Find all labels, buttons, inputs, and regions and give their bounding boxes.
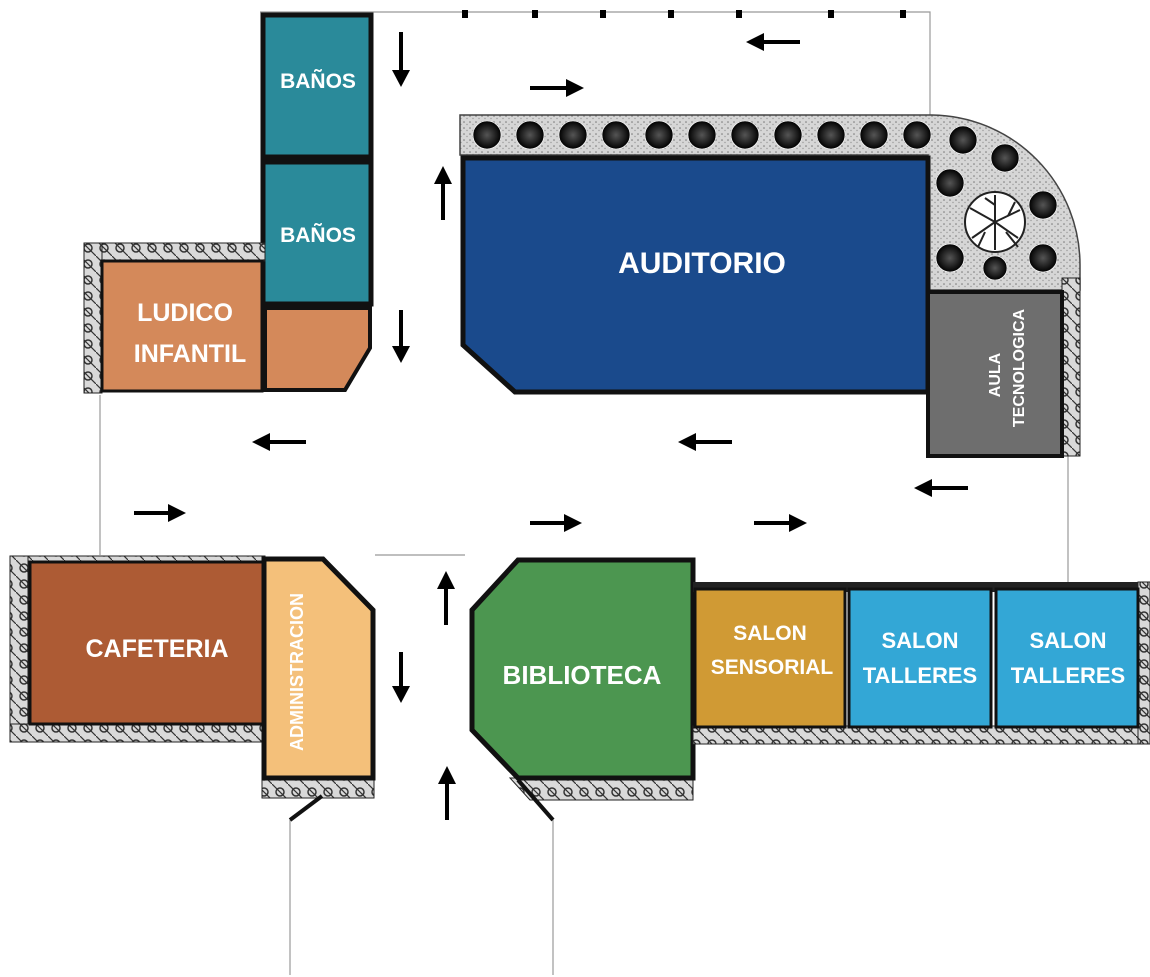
room-biblioteca[interactable]: BIBLIOTECA [469, 557, 696, 781]
biblioteca-wall [516, 778, 555, 822]
arrow-down-icon [392, 310, 410, 363]
banos-bottom-label: BAÑOS [280, 224, 356, 247]
arrow-left-icon [252, 433, 306, 451]
room-banos-top[interactable]: BAÑOS [260, 12, 374, 160]
aula-label-line1: AULA [987, 352, 1004, 397]
top-fence-marks [462, 10, 906, 18]
room-cafeteria[interactable]: CAFETERIA [28, 560, 266, 726]
room-small-orange[interactable] [263, 306, 372, 392]
arrow-down-icon [392, 32, 410, 87]
talleres2-label-line1: SALON [1030, 628, 1107, 653]
arrow-up-icon [434, 166, 452, 220]
hedge-salones [692, 581, 1150, 745]
admin-wall [288, 794, 324, 822]
cafeteria-label: CAFETERIA [85, 635, 228, 663]
arrow-up-icon [437, 571, 455, 625]
arrow-right-icon [754, 514, 807, 532]
room-ludico-infantil[interactable]: LUDICO INFANTIL [100, 259, 264, 393]
room-salon-talleres-2[interactable]: SALON TALLERES [994, 587, 1140, 729]
room-auditorio[interactable]: AUDITORIO [460, 155, 931, 395]
arrow-right-icon [134, 504, 186, 522]
aula-label-line2: TECNOLOGICA [1011, 308, 1028, 427]
administracion-label: ADMINISTRACION [287, 593, 307, 751]
sensorial-label-line2: SENSORIAL [711, 656, 834, 679]
arrow-up-icon [438, 766, 456, 820]
arrow-right-icon [530, 514, 582, 532]
room-salon-sensorial[interactable]: SALON SENSORIAL [693, 587, 847, 729]
talleres1-label-line1: SALON [882, 628, 959, 653]
arrow-right-icon [530, 79, 584, 97]
biblioteca-label: BIBLIOTECA [503, 660, 662, 690]
hedge-biblioteca [508, 777, 694, 801]
banos-top-label: BAÑOS [280, 70, 356, 93]
ludico-label-line1: LUDICO [137, 299, 233, 327]
auditorio-label: AUDITORIO [618, 247, 786, 280]
hedge-aula [1061, 277, 1081, 457]
hedge-administracion [261, 777, 375, 799]
talleres2-label-line2: TALLERES [1011, 663, 1125, 688]
talleres1-label-line2: TALLERES [863, 663, 977, 688]
arrow-down-icon [392, 652, 410, 703]
tree-icon [964, 191, 1026, 253]
site-outline [99, 11, 1069, 975]
room-administracion[interactable]: ADMINISTRACION [261, 556, 376, 781]
auditorio-garden [459, 114, 1081, 291]
arrow-left-icon [746, 33, 800, 51]
room-salon-talleres-1[interactable]: SALON TALLERES [847, 587, 993, 729]
room-aula-tecnologica[interactable]: AULA TECNOLOGICA [926, 290, 1064, 458]
room-banos-bottom[interactable]: BAÑOS [260, 159, 374, 307]
sensorial-label-line1: SALON [733, 622, 807, 645]
ludico-label-line2: INFANTIL [134, 340, 247, 368]
arrow-left-icon [678, 433, 732, 451]
arrow-left-icon [914, 479, 968, 497]
